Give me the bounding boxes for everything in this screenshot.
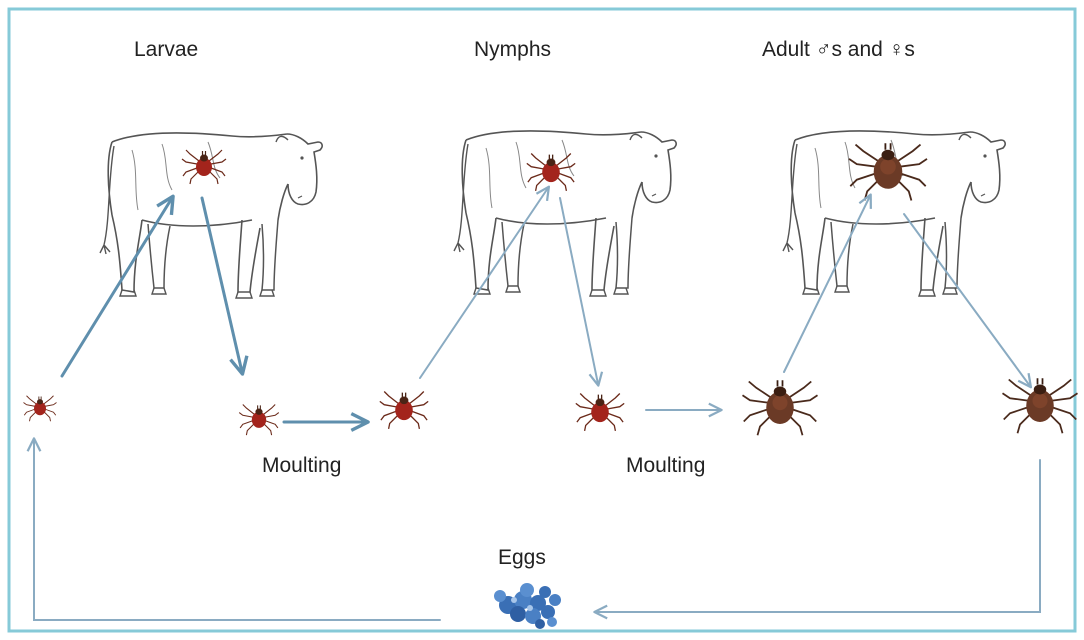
label-larvae: Larvae [134,38,198,62]
tick-icon [527,154,575,191]
arrow [34,440,440,620]
label-adults: Adult ♂s and ♀s [762,38,915,62]
arrow [596,460,1040,612]
diagram-frame [9,9,1075,631]
tick-icon [24,396,57,422]
cow-icon [454,131,676,296]
cow-icon [100,133,322,298]
tick-icon [1003,378,1078,433]
tick-icon [576,394,624,431]
tick-icon [380,392,428,429]
arrow [904,214,1030,386]
arrow [420,188,548,378]
eggs-icon [494,583,561,629]
tick-icon [239,405,279,436]
label-eggs: Eggs [498,546,546,570]
label-moulting-1: Moulting [262,454,341,478]
tick-icon [849,143,927,200]
tick-icon [743,380,818,435]
label-nymphs: Nymphs [474,38,551,62]
arrow [62,198,172,376]
tick-icon [182,150,226,184]
label-moulting-2: Moulting [626,454,705,478]
